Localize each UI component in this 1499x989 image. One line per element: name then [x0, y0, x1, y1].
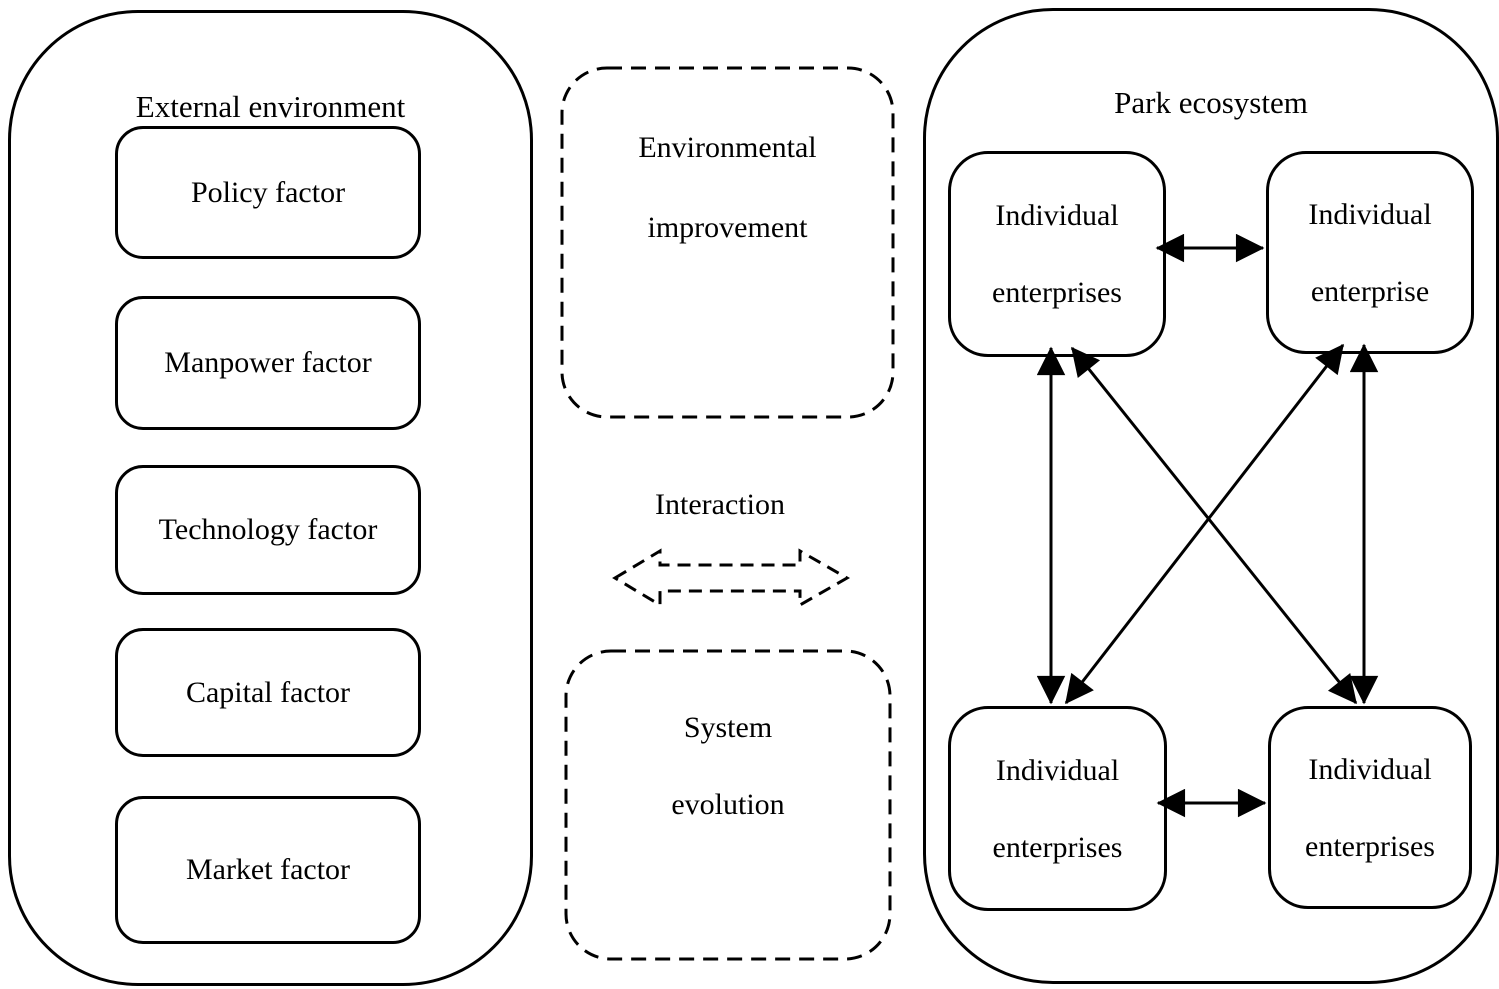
enterprise-line: enterprise [1310, 274, 1430, 308]
factor-box-manpower: Manpower factor [115, 296, 421, 430]
enterprise-node-bottom-right: Individual enterprises [1268, 706, 1472, 909]
enterprise-line: enterprises [1305, 829, 1435, 863]
interaction-double-arrow [612, 548, 851, 608]
system-evolution-line2: evolution [671, 788, 785, 821]
system-evolution-label: System evolution [566, 689, 890, 843]
enterprise-node-bottom-left: Individual enterprises [948, 706, 1167, 911]
enterprise-line: Individual [1308, 752, 1432, 786]
factor-label: Manpower factor [164, 346, 372, 379]
environmental-improvement-line1: Environmental [638, 131, 817, 164]
factor-label: Capital factor [185, 675, 351, 709]
enterprise-node-top-left: Individual enterprises [948, 151, 1166, 357]
enterprise-line: Individual [995, 199, 1119, 232]
enterprise-line: enterprises [992, 830, 1123, 864]
factor-label: Technology factor [158, 513, 378, 546]
enterprise-node-top-right: Individual enterprise [1266, 151, 1474, 354]
factor-label: Market factor [185, 853, 351, 886]
environmental-improvement-label: Environmental improvement [562, 108, 893, 268]
factor-box-market: Market factor [115, 796, 421, 944]
park-ecosystem-panel: Park ecosystem Individual enterprises In… [923, 8, 1499, 984]
enterprise-line: Individual [995, 753, 1120, 787]
park-ecosystem-title: Park ecosystem [1114, 85, 1308, 120]
factor-box-policy: Policy factor [115, 126, 421, 259]
environmental-improvement-line2: improvement [647, 211, 808, 244]
external-environment-panel: External environment Policy factor Manpo… [8, 10, 533, 986]
enterprise-line: Individual [1308, 197, 1432, 231]
factor-label: Policy factor [190, 175, 346, 209]
factor-box-technology: Technology factor [115, 465, 421, 595]
external-environment-title: External environment [135, 89, 406, 124]
factor-box-capital: Capital factor [115, 628, 421, 757]
interaction-label: Interaction [655, 488, 785, 521]
enterprise-line: enterprises [992, 276, 1122, 309]
system-evolution-line1: System [683, 711, 773, 744]
